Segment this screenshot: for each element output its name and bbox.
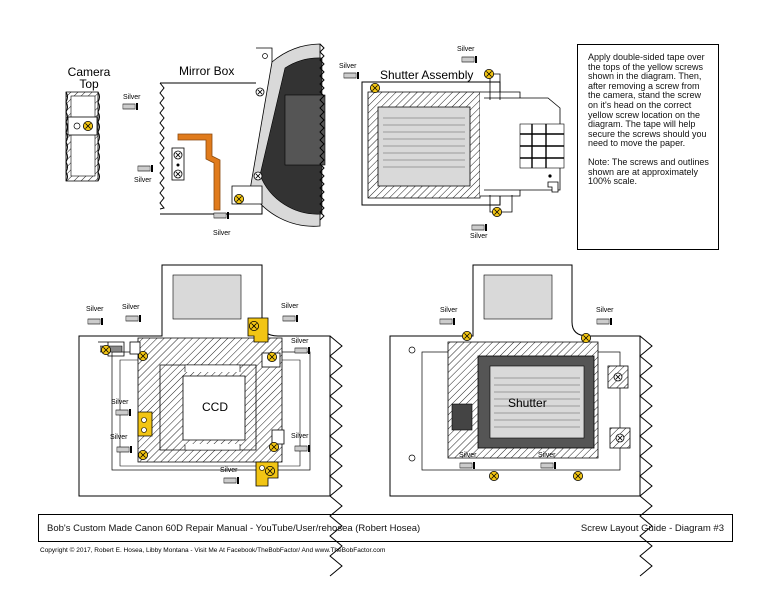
camera-top-label-line1: Camera — [67, 65, 111, 79]
silver-label: Silver — [538, 452, 556, 459]
camera-top-part — [65, 91, 139, 182]
silver-label: Silver — [111, 399, 129, 406]
shutter-assembly-label: Shutter Assembly — [380, 68, 474, 82]
silver-label: Silver — [123, 94, 141, 101]
silver-label: Silver — [457, 46, 475, 53]
mirror-box-part — [137, 43, 326, 227]
silver-label: Silver — [470, 233, 488, 240]
camera-top-label-line2: Top — [79, 77, 99, 91]
silver-label: Silver — [459, 452, 477, 459]
silver-label: Silver — [122, 304, 140, 311]
silver-label: Silver — [213, 230, 231, 237]
mirror-box-label: Mirror Box — [179, 64, 235, 78]
silver-label: Silver — [134, 177, 152, 184]
ccd-label: CCD — [202, 400, 228, 414]
silver-label: Silver — [339, 63, 357, 70]
shutter-assembly-part — [343, 55, 565, 232]
shutter-label: Shutter — [508, 396, 547, 410]
footer-bar: Bob's Custom Made Canon 60D Repair Manua… — [38, 514, 733, 542]
footer-diagram-title: Screw Layout Guide - Diagram #3 — [580, 523, 724, 534]
silver-label: Silver — [291, 433, 309, 440]
silver-label: Silver — [110, 434, 128, 441]
footer-manual-title: Bob's Custom Made Canon 60D Repair Manua… — [47, 523, 421, 534]
silver-label: Silver — [291, 338, 309, 345]
silver-label: Silver — [86, 306, 104, 313]
silver-label: Silver — [440, 307, 458, 314]
note-paragraph-2: Note: The screws and outlines shown are … — [588, 156, 709, 187]
ccd-diagram-part — [78, 264, 343, 577]
instruction-note: Apply double-sided tape over the tops of… — [577, 44, 719, 250]
camera-top-label: Camera Top — [67, 66, 111, 90]
shutter-diagram-part — [389, 264, 653, 577]
silver-label: Silver — [596, 307, 614, 314]
silver-label: Silver — [281, 303, 299, 310]
silver-label: Silver — [220, 467, 238, 474]
copyright-text: Copyright © 2017, Robert E. Hosea, Libby… — [40, 547, 386, 554]
note-paragraph-1: Apply double-sided tape over the tops of… — [588, 52, 707, 149]
